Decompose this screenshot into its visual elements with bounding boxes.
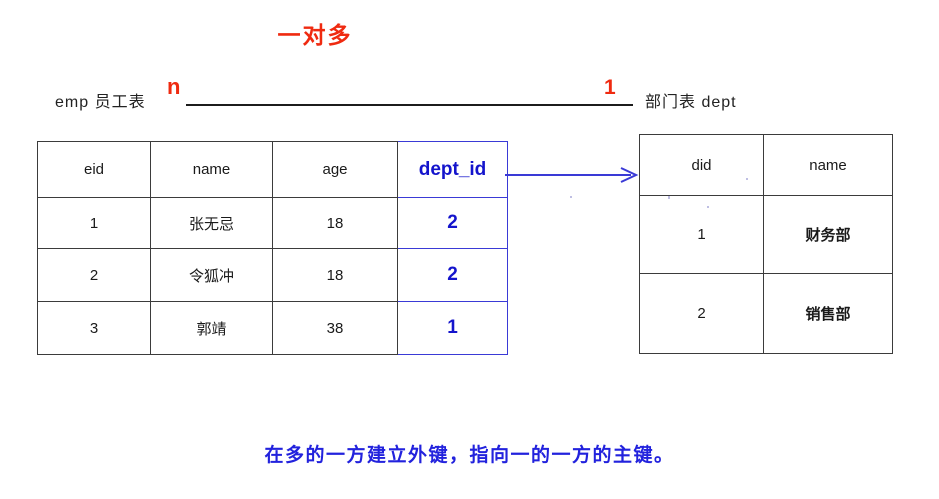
page-title: 一对多 [277,22,353,48]
table-row: 2 销售部 [639,273,893,354]
column-header-name: name [763,134,893,196]
cell-name: 郭靖 [150,301,273,355]
emp-table-caption: emp 员工表 [55,94,146,111]
cell-eid: 1 [37,197,151,249]
scan-speck [707,206,709,208]
table-row: 1 张无忌 18 2 [37,197,508,249]
column-header-did: did [639,134,764,196]
cell-dept-id: 2 [397,197,508,249]
cell-dept-id: 2 [397,248,508,302]
cell-eid: 2 [37,248,151,302]
arrow-right-icon [505,167,639,183]
table-header-row: eid name age dept_id [37,141,508,198]
column-header-age: age [272,141,398,198]
scan-speck [668,196,670,199]
table-row: 3 郭靖 38 1 [37,301,508,355]
dept-table: did name 1 财务部 2 销售部 [639,134,893,354]
diagram-caption: 在多的一方建立外键，指向一的一方的主键。 [264,445,675,466]
cell-age: 38 [272,301,398,355]
column-header-eid: eid [37,141,151,198]
cardinality-many-label: n [167,74,181,99]
relationship-line [186,104,633,106]
cardinality-one-label: 1 [604,76,616,99]
column-header-name: name [150,141,273,198]
cell-did: 1 [639,195,764,274]
cell-name: 财务部 [763,195,893,274]
cell-name: 令狐冲 [150,248,273,302]
scan-speck [746,178,748,180]
cell-age: 18 [272,248,398,302]
cell-did: 2 [639,273,764,354]
scan-speck [570,196,572,198]
cell-name: 销售部 [763,273,893,354]
cell-dept-id: 1 [397,301,508,355]
emp-table: eid name age dept_id 1 张无忌 18 2 2 令狐冲 18… [37,141,508,355]
table-row: 2 令狐冲 18 2 [37,248,508,302]
cell-age: 18 [272,197,398,249]
column-header-dept-id: dept_id [397,141,508,198]
table-row: 1 财务部 [639,195,893,274]
cell-name: 张无忌 [150,197,273,249]
dept-table-caption: 部门表 dept [645,94,737,111]
table-header-row: did name [639,134,893,196]
cell-eid: 3 [37,301,151,355]
